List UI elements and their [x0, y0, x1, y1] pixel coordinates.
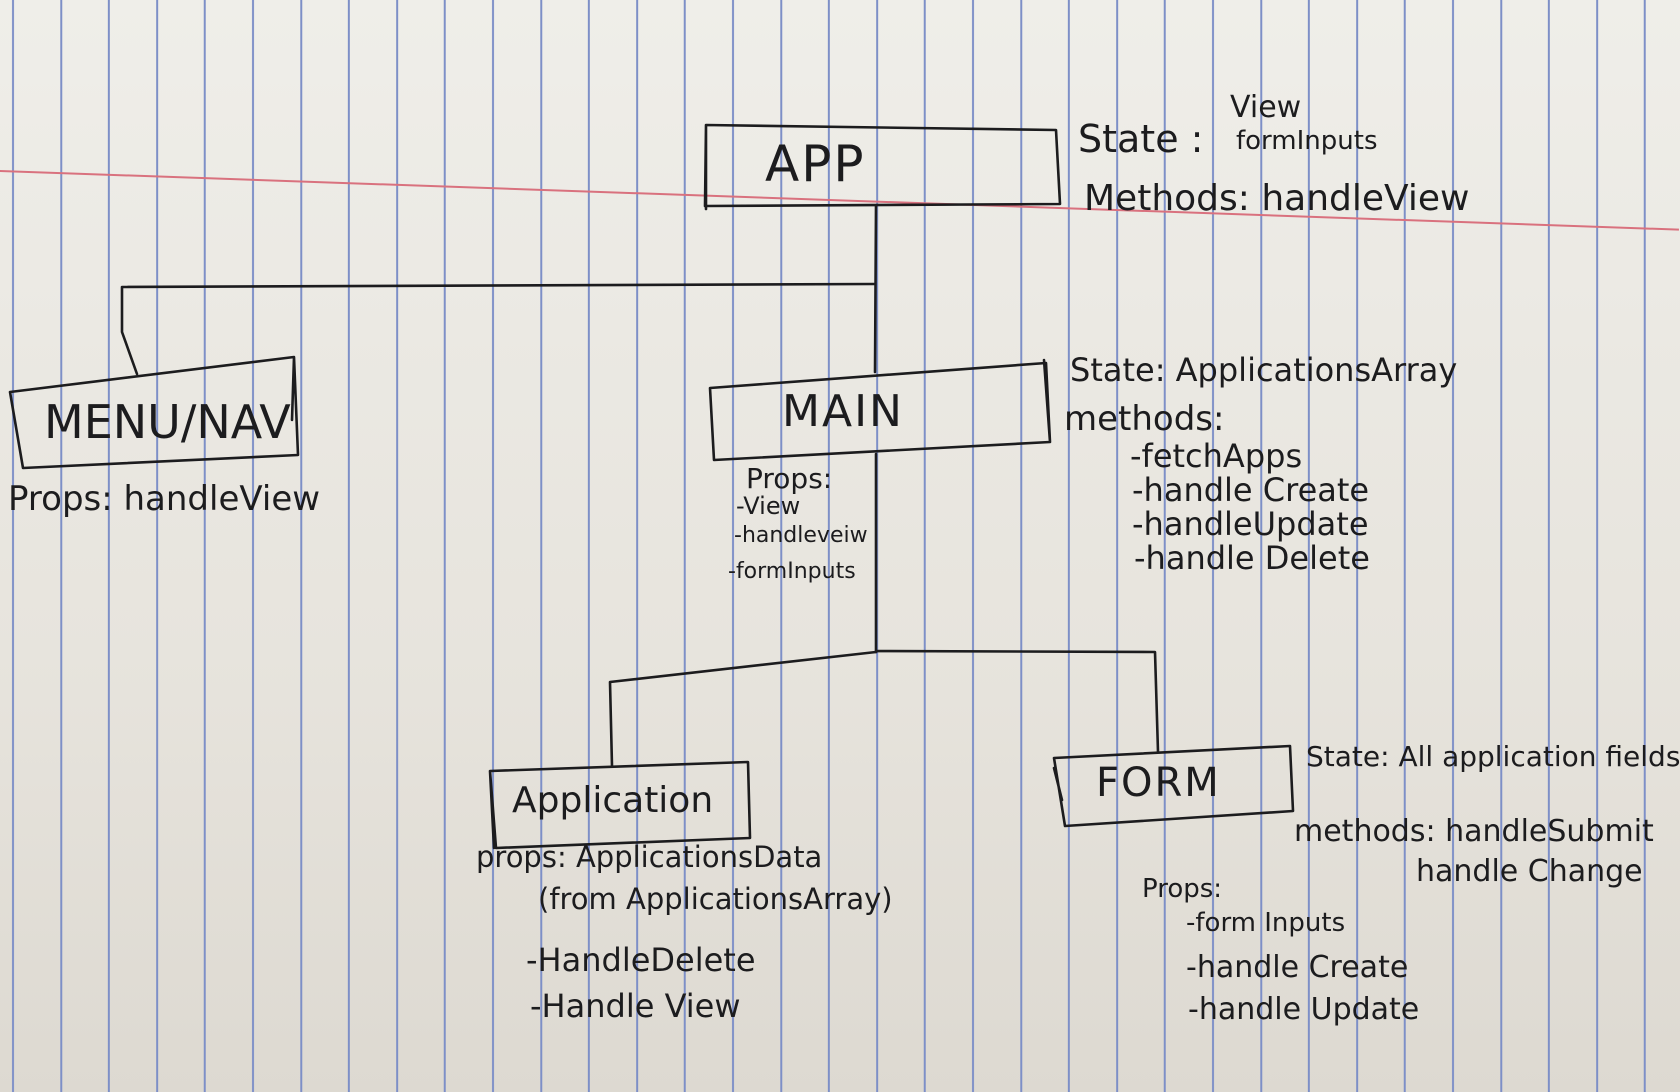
- app-to-menu-connector: [120, 282, 876, 376]
- app-box: [703, 123, 1062, 211]
- application-prop-handleview: -Handle View: [530, 987, 741, 1025]
- application-props-line2: (from ApplicationsArray): [538, 882, 893, 916]
- form-methods-line1: methods: handleSubmit: [1294, 814, 1654, 849]
- main-method-handlecreate: -handle Create: [1132, 471, 1370, 509]
- application-box: [488, 760, 752, 850]
- main-prop-view: -View: [736, 492, 801, 520]
- app-state-view: View: [1230, 90, 1302, 125]
- form-label: FORM: [1096, 760, 1221, 806]
- main-method-fetchapps: -fetchApps: [1130, 437, 1303, 475]
- form-prop-handlecreate: -handle Create: [1186, 950, 1409, 985]
- menu-nav-box: [8, 355, 300, 470]
- app-to-main-connector: [873, 204, 878, 374]
- form-props-title: Props:: [1142, 874, 1223, 904]
- menu-nav-label: MENU/NAV: [44, 395, 291, 449]
- form-prop-handleupdate: -handle Update: [1188, 992, 1420, 1027]
- application-label: Application: [512, 780, 714, 821]
- application-props-line1: props: ApplicationsData: [476, 840, 823, 874]
- main-method-handleupdate: -handleUpdate: [1132, 505, 1369, 543]
- main-branch-connector: [608, 649, 1160, 768]
- main-methods-title: methods:: [1064, 399, 1225, 439]
- main-label: MAIN: [782, 386, 904, 437]
- app-methods: Methods: handleView: [1084, 178, 1470, 219]
- app-state-forminputs: formInputs: [1236, 126, 1378, 156]
- main-method-handledelete: -handle Delete: [1134, 539, 1370, 577]
- form-methods-line2: handle Change: [1416, 854, 1643, 889]
- main-prop-forminputs: -formInputs: [728, 559, 856, 584]
- main-props-title: Props:: [746, 462, 833, 495]
- app-state-label: State :: [1078, 117, 1204, 161]
- form-prop-forminputs: -form Inputs: [1186, 908, 1346, 938]
- main-box: [708, 358, 1052, 462]
- app-label: APP: [765, 135, 866, 193]
- application-prop-handledelete: -HandleDelete: [526, 941, 756, 979]
- main-prop-handleveiw: -handleveiw: [734, 523, 868, 548]
- form-state: State: All application fields: [1306, 740, 1680, 773]
- menu-props: Props: handleView: [8, 479, 321, 519]
- form-box: [1052, 744, 1295, 828]
- main-state: State: ApplicationsArray: [1070, 351, 1458, 389]
